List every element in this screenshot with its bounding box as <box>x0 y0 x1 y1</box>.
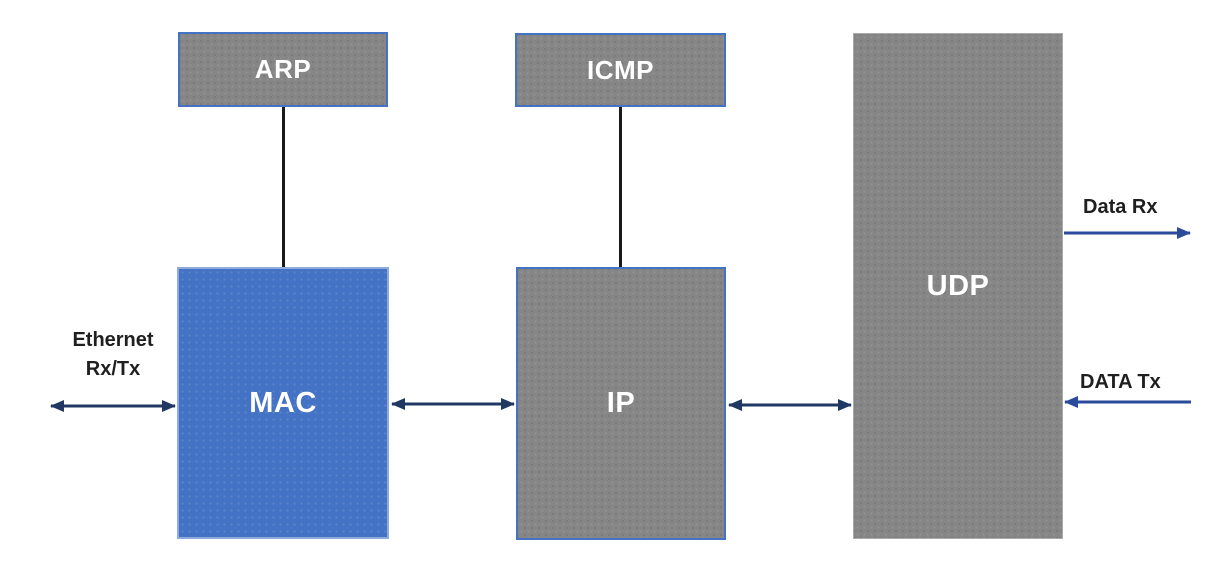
ethernet-label-line1: Ethernet <box>72 329 154 351</box>
block-arp: ARP <box>178 32 388 107</box>
ethernet-rxtx-label: Ethernet Rx/Tx <box>40 326 186 384</box>
block-udp-label: UDP <box>926 269 990 302</box>
block-icmp-label: ICMP <box>587 54 654 85</box>
block-ip: IP <box>516 267 726 540</box>
block-icmp: ICMP <box>515 33 726 107</box>
data-rx-label: Data Rx <box>1083 196 1158 218</box>
block-ip-label: IP <box>606 387 636 419</box>
ethernet-label-line2: Rx/Tx <box>85 358 141 380</box>
data-tx-label: DATA Tx <box>1080 371 1161 393</box>
block-mac: MAC <box>177 267 389 539</box>
block-udp: UDP <box>853 33 1063 539</box>
block-mac-label: MAC <box>249 386 317 419</box>
block-arp-label: ARP <box>254 54 312 84</box>
